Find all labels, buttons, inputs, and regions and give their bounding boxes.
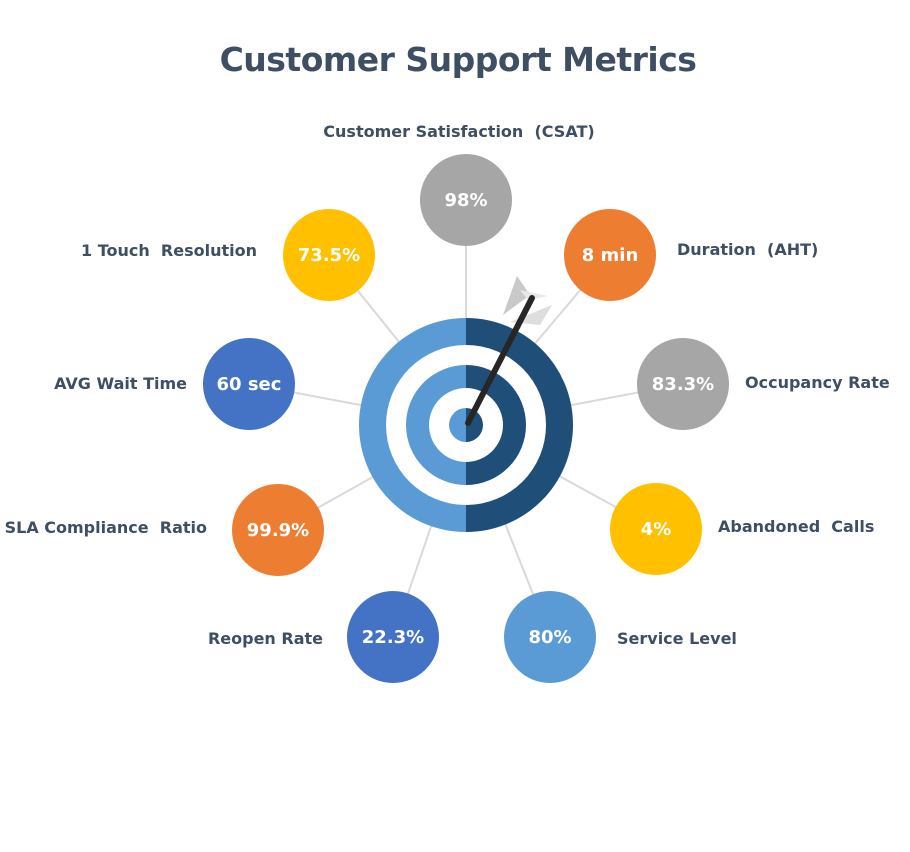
metric-bubble-abandoned: 4% <box>610 483 702 575</box>
metric-bubble-reopen: 22.3% <box>347 591 439 683</box>
metric-bubble-wait: 60 sec <box>203 338 295 430</box>
metric-label-csat: Customer Satisfaction (CSAT) <box>323 122 595 141</box>
metric-value: 83.3% <box>652 374 714 395</box>
metric-circle <box>420 154 512 246</box>
metric-bubble-ftr: 73.5% <box>283 209 375 301</box>
metric-label-wait: AVG Wait Time <box>54 374 187 393</box>
metric-value: 73.5% <box>298 245 360 266</box>
metric-circle <box>504 591 596 683</box>
metric-label-sla: SLA Compliance Ratio <box>4 518 207 537</box>
metric-bubble-occupancy: 83.3% <box>637 338 729 430</box>
metric-circle <box>283 209 375 301</box>
metric-value: 22.3% <box>362 627 424 648</box>
metric-value: 8 min <box>582 245 639 266</box>
metric-bubble-sla: 99.9% <box>232 484 324 576</box>
metric-circle <box>347 591 439 683</box>
metric-label-occupancy: Occupancy Rate <box>745 373 890 392</box>
metric-value: 4% <box>641 519 672 540</box>
metric-label-reopen: Reopen Rate <box>207 629 323 648</box>
metric-circle <box>637 338 729 430</box>
metric-label-ftr: 1 Touch Resolution <box>81 241 257 260</box>
metric-label-abandoned: Abandoned Calls <box>718 517 875 536</box>
metric-bubble-aht: 8 min <box>564 209 656 301</box>
metric-circle <box>564 209 656 301</box>
metric-value: 80% <box>528 627 571 648</box>
metric-circle <box>203 338 295 430</box>
metric-value: 99.9% <box>247 520 309 541</box>
dart-arrow-icon <box>465 276 552 426</box>
page-title: Customer Support Metrics <box>219 40 697 79</box>
metric-bubbles: 98% 8 min 83.3% 4% 80% 22.3% 99.9% 60 sec 73.5% <box>203 154 729 683</box>
metric-value: 98% <box>444 190 487 211</box>
bullseye-target-icon <box>359 318 573 532</box>
metric-label-aht: Duration (AHT) <box>677 240 819 259</box>
metric-circle <box>610 483 702 575</box>
metric-bubble-csat: 98% <box>420 154 512 246</box>
metric-circle <box>232 484 324 576</box>
metric-label-service-level: Service Level <box>617 629 737 648</box>
metric-bubble-service-level: 80% <box>504 591 596 683</box>
metric-value: 60 sec <box>217 374 282 395</box>
